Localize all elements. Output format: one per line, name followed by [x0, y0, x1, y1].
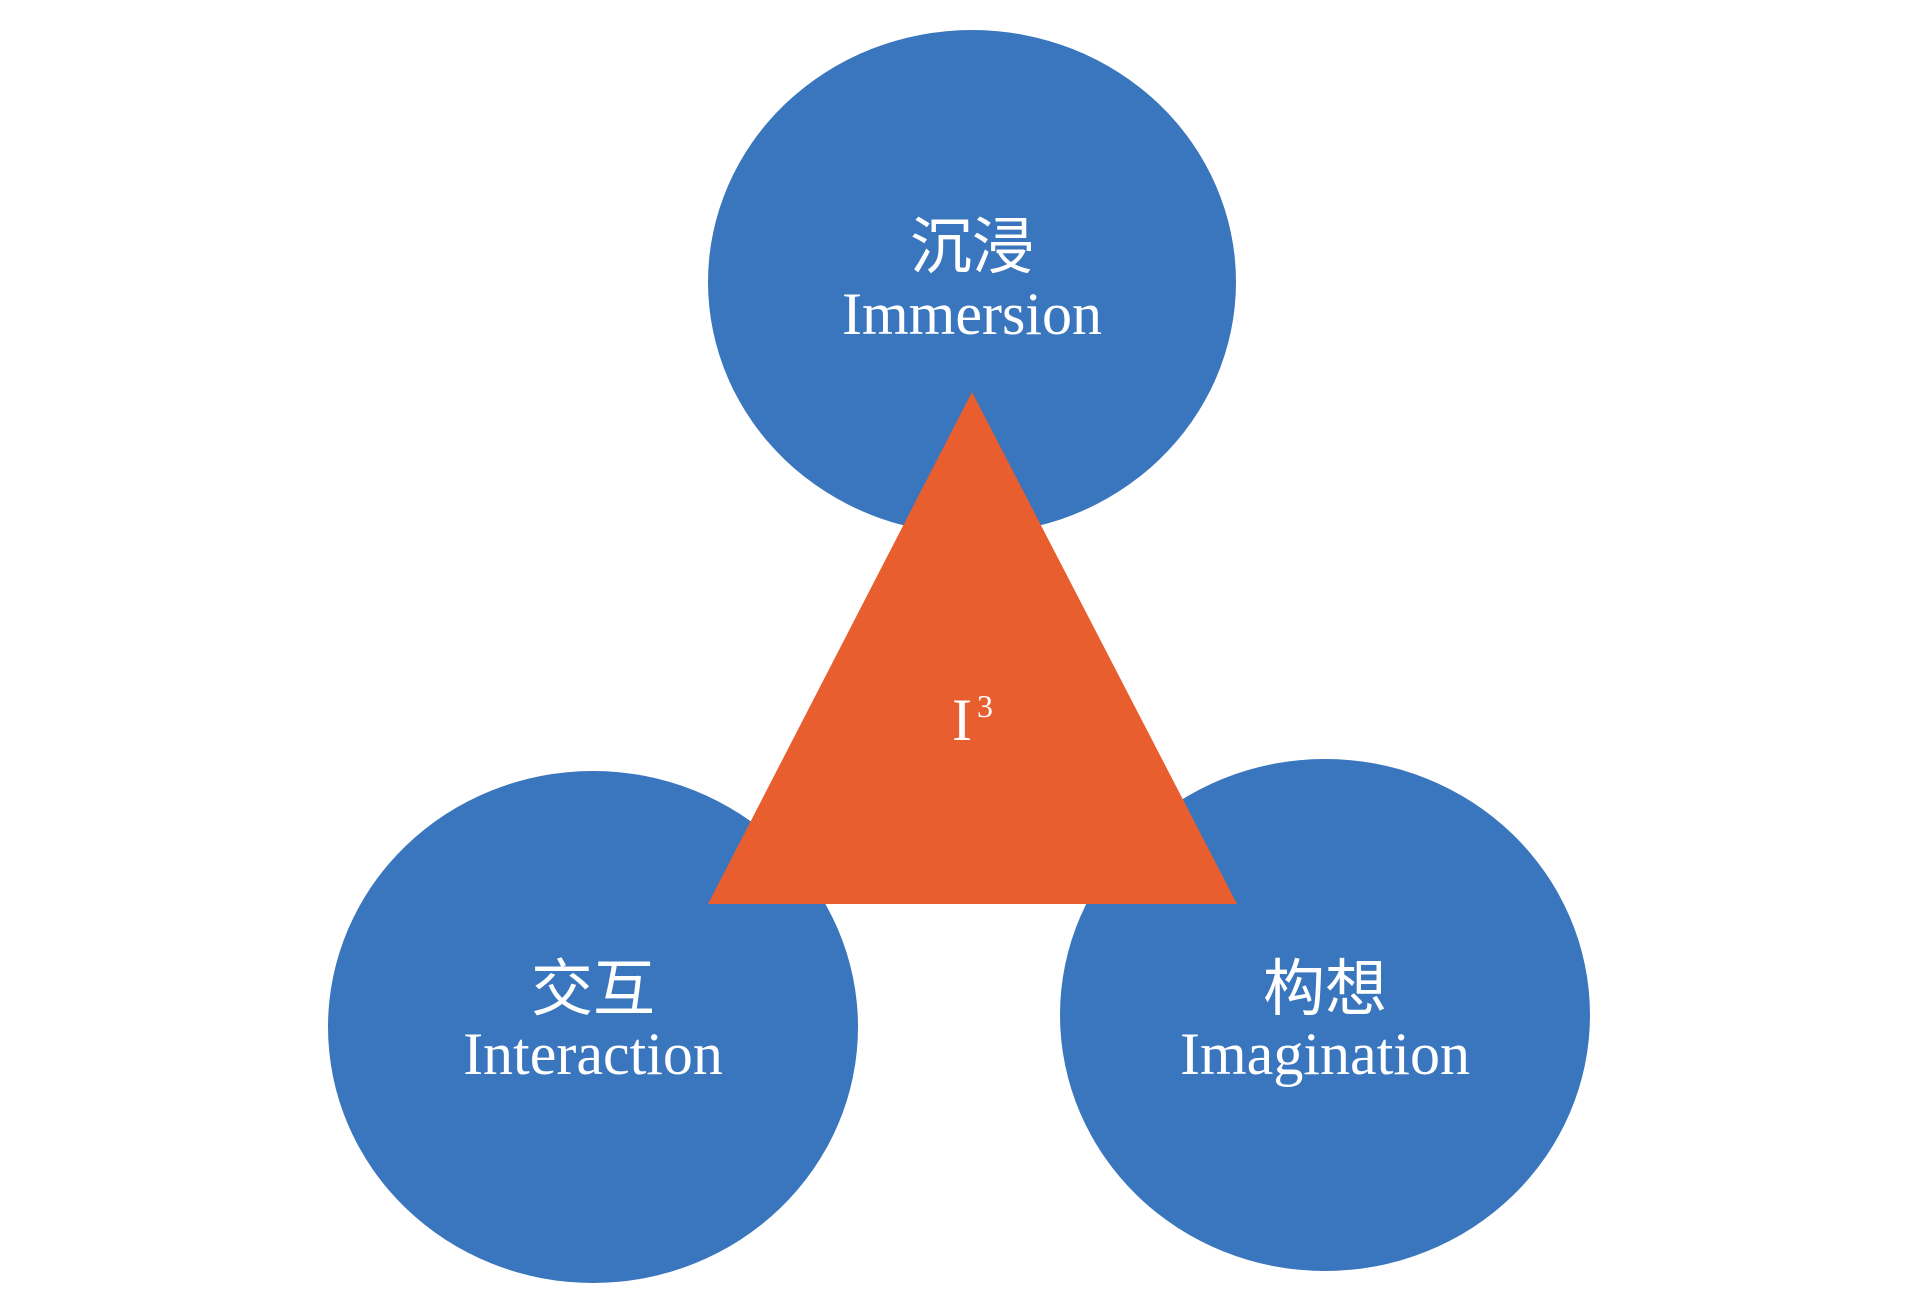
node-immersion: 沉浸 Immersion — [708, 30, 1236, 534]
node-imagination-labels: 构想 Imagination — [1180, 952, 1470, 1087]
node-interaction-label-en: Interaction — [463, 1021, 723, 1087]
center-label-superscript: 3 — [977, 688, 993, 724]
node-interaction-label-zh: 交互 — [531, 952, 655, 1025]
node-interaction-labels: 交互 Interaction — [463, 952, 723, 1087]
node-immersion-circle — [708, 30, 1236, 534]
node-imagination-label-en: Imagination — [1180, 1021, 1470, 1087]
node-immersion-label-en: Immersion — [842, 281, 1102, 347]
node-imagination-label-zh: 构想 — [1263, 952, 1387, 1025]
center-triangle-group: I 3 — [708, 392, 1237, 904]
center-label: I — [952, 687, 972, 753]
node-immersion-label-zh: 沉浸 — [910, 210, 1034, 283]
center-triangle — [708, 392, 1237, 904]
